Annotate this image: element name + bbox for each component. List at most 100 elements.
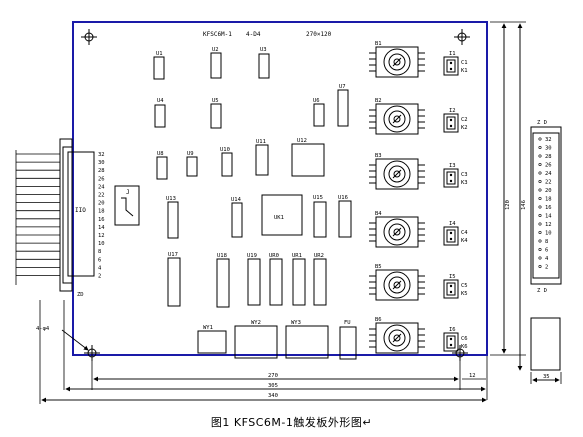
left-pin-label-10: 10 (98, 241, 105, 247)
terminal-label-c: C6 (461, 336, 468, 342)
chip-label-u3: U3 (260, 47, 267, 53)
module-fu (339, 326, 357, 360)
right-connector-bottom-label: Z D (537, 288, 547, 294)
chip-u3 (258, 53, 270, 79)
terminal-label-c: C1 (461, 60, 468, 66)
terminal-label-i: I3 (449, 163, 456, 169)
pulse-transformer-b5: B5 (369, 264, 425, 301)
mounting-hole-top-left (81, 29, 97, 45)
right-connector-top-label: Z D (537, 120, 547, 126)
right-pin-hole (538, 239, 542, 243)
right-pin-hole (538, 146, 542, 150)
chip-label-u11: U11 (256, 139, 266, 145)
chip-u19 (247, 258, 261, 306)
transformer-label-b3: B3 (375, 153, 382, 159)
terminal-label-c: C2 (461, 117, 468, 123)
chip-u17 (167, 257, 181, 307)
right-pin-label-12: 12 (545, 222, 552, 228)
terminal-label-k: K5 (461, 291, 468, 297)
chip-label-u6: U6 (313, 98, 320, 104)
module-label-wy3: WY3 (291, 320, 301, 326)
left-pin-label-8: 8 (98, 249, 101, 255)
chip-u5 (210, 103, 222, 129)
right-pin-hole (538, 264, 542, 268)
mounting-hole-top-right (454, 29, 470, 45)
chip-label-u9: U9 (187, 151, 194, 157)
dim-label-270: 270 (268, 373, 278, 379)
left-pin-label-30: 30 (98, 160, 105, 166)
chip-label-u18: U18 (217, 253, 227, 259)
chip-label-u2: U2 (212, 47, 219, 53)
module-wy2 (234, 325, 278, 359)
chip-label-u7: U7 (339, 84, 346, 90)
terminal-label-k: K1 (461, 68, 468, 74)
relay-j: J (114, 185, 140, 226)
left-pin-label-12: 12 (98, 233, 105, 239)
chip-label-ur2: UR2 (314, 253, 324, 259)
terminal-label-k: K2 (461, 125, 468, 131)
right-pin-hole (538, 154, 542, 158)
right-pin-hole (538, 137, 542, 141)
right-pin-hole (538, 171, 542, 175)
chip-u4 (154, 104, 166, 128)
left-connector-body-label: IIO (75, 207, 86, 214)
chip-label-u15: U15 (313, 195, 323, 201)
right-pin-hole (538, 231, 542, 235)
chip-ur1 (292, 258, 306, 306)
right-pin-hole (538, 197, 542, 201)
chip-label-u13: U13 (166, 196, 176, 202)
pulse-transformer-b3: B3 (369, 153, 425, 190)
left-pin-label-6: 6 (98, 257, 101, 263)
right-pin-hole (538, 214, 542, 218)
terminal-label-i: I6 (449, 327, 456, 333)
right-pin-hole (538, 180, 542, 184)
right-pin-label-26: 26 (545, 163, 552, 169)
dimension-lines (39, 21, 562, 404)
chip-label-u10: U10 (220, 147, 230, 153)
right-pin-label-22: 22 (545, 180, 552, 186)
chip-u11 (255, 144, 269, 176)
chip-label-u12: U12 (297, 138, 307, 144)
chip-label-ur0: UR0 (269, 253, 279, 259)
right-pin-hole (538, 222, 542, 226)
dim-label-12: 12 (469, 373, 476, 379)
dim-label-305: 305 (268, 383, 278, 389)
right-pin-label-32: 32 (545, 137, 552, 143)
chip-u9 (186, 156, 198, 177)
figure-caption: 图1 KFSC6M-1触发板外形图↵ (210, 416, 373, 429)
terminal-label-i: I2 (449, 108, 456, 114)
chip-label-ur1: UR1 (292, 253, 302, 259)
right-pin-label-20: 20 (545, 188, 552, 194)
right-pin-label-18: 18 (545, 197, 552, 203)
board-code-label: 4-D4 (246, 31, 261, 38)
left-connector-silk: ZD (77, 292, 84, 298)
terminal-label-i: I1 (449, 51, 456, 57)
chip-label-u19: U19 (247, 253, 257, 259)
left-pin-label-28: 28 (98, 168, 105, 174)
pulse-transformer-b2: B2 (369, 98, 425, 135)
right-pin-label-4: 4 (545, 256, 549, 262)
chip-u13 (167, 201, 179, 239)
dim-label-146: 146 (521, 200, 527, 210)
chip-uk1 (261, 194, 303, 236)
left-pin-label-26: 26 (98, 176, 105, 182)
transformer-label-b6: B6 (375, 317, 382, 323)
transformer-label-b5: B5 (375, 264, 382, 270)
module-wy1 (197, 330, 227, 354)
left-pin-label-2: 2 (98, 274, 101, 280)
terminal-label-k: K4 (461, 238, 468, 244)
transformer-label-b1: B1 (375, 41, 382, 47)
pulse-transformer-b4: B4 (369, 211, 425, 248)
module-label-wy2: WY2 (251, 320, 261, 326)
left-pin-label-20: 20 (98, 201, 105, 207)
right-pin-label-6: 6 (545, 248, 548, 254)
pulse-transformer-b6: B6 (369, 317, 425, 354)
right-pin-label-30: 30 (545, 146, 552, 152)
board-model-label: KFSC6M-1 (203, 31, 232, 38)
